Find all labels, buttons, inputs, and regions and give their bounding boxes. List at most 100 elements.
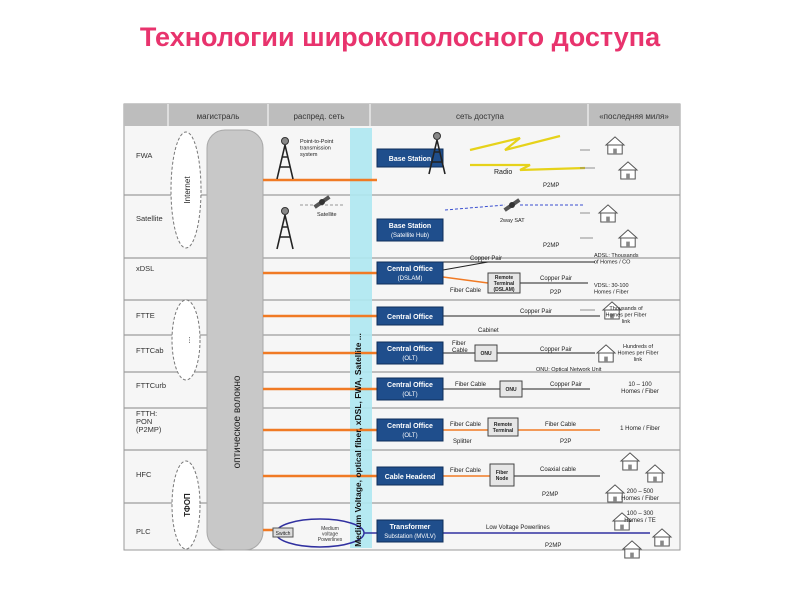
header-bar: [124, 104, 680, 126]
node-box-title: Base Station: [389, 223, 431, 230]
house-icon-door: [626, 173, 630, 179]
house-icon: [597, 204, 619, 223]
radio-tower-icon-dish: [281, 207, 289, 215]
node-box-subtitle: (OLT): [402, 356, 417, 362]
cabinet-label: Cabinet: [478, 328, 499, 334]
onu-box-label: ONU: [505, 387, 517, 393]
radio-label: Radio: [494, 169, 512, 176]
satellite-icon-body: [509, 202, 515, 208]
node-box: [376, 306, 444, 326]
onu-box-label: ONU: [480, 351, 492, 357]
cloud-internet: [170, 131, 202, 249]
fiber-node: [489, 463, 515, 487]
distribution-band: [350, 128, 372, 548]
fiber-line: [442, 276, 489, 284]
p2mp-label: P2MP: [543, 183, 559, 189]
node-box-subtitle: (Satellite Hub): [391, 233, 429, 239]
remote-terminal: [487, 417, 519, 437]
radio-wave: [470, 163, 586, 172]
node-box: [376, 418, 444, 442]
house-icon-door: [626, 241, 630, 247]
splitter-label: Splitter: [453, 439, 472, 445]
radio-tower-icon: [276, 207, 294, 250]
fiber-cable-label: Fiber Cable: [455, 382, 487, 388]
row-label: FTTCurb: [136, 381, 166, 390]
onu-note: ONU: Optical Network Unit: [536, 367, 602, 373]
onu-box: [474, 344, 498, 362]
house-icon-door: [628, 464, 632, 470]
node-box: [376, 148, 444, 168]
satellite-icon-body: [319, 199, 325, 205]
house-icon: [621, 540, 643, 559]
column-header: магистраль: [197, 112, 240, 121]
satellite-link: [444, 204, 506, 211]
onu-box: [499, 380, 523, 398]
house-icon: [611, 512, 633, 531]
ftth-note: 1 Home / Fiber: [620, 426, 660, 432]
radio-tower-icon: [428, 132, 446, 175]
node-box: [376, 218, 444, 242]
node-box-title: Central Office: [387, 346, 433, 353]
cloud-label: ТФОП: [183, 493, 192, 517]
fiber-cable-label: Fiber Cable: [450, 288, 482, 294]
node-box: [376, 261, 444, 285]
fiber-cable-label: Fiber Cable: [450, 468, 482, 474]
node-box-subtitle: (DSLAM): [398, 276, 423, 282]
backbone-label: оптическое волокно: [232, 375, 243, 468]
row-label: PLC: [136, 527, 151, 536]
cloud-pstn: [171, 460, 201, 550]
copper-pair-label: Copper Pair: [550, 382, 582, 388]
house-icon: [601, 301, 623, 320]
house-icon: [604, 484, 626, 503]
node-box: [376, 341, 444, 365]
satellite-label: Satellite: [317, 212, 337, 218]
house-icon: [644, 464, 666, 483]
house-icon-door: [653, 476, 657, 482]
house-icon-door: [610, 313, 614, 319]
node-box: [376, 519, 444, 543]
row-label: Satellite: [136, 214, 163, 223]
house-icon-door: [660, 540, 664, 546]
node-box-title: Base Station: [389, 156, 431, 163]
node-box-title: Cable Headend: [385, 474, 436, 481]
house-icon-door: [630, 552, 634, 558]
radio-tower-icon: [276, 137, 294, 180]
house-icon-door: [604, 356, 608, 362]
house-icon: [617, 229, 639, 248]
row-label: FTTH:PON(P2MP): [136, 409, 162, 434]
column-header: распред. сеть: [293, 112, 344, 121]
distribution-label: Medium Voltage, optical fiber, xDSL, FWA…: [353, 333, 363, 547]
copper-line: [442, 261, 489, 271]
p2p-label: P2P: [560, 439, 571, 445]
copper-pair-label: Copper Pair: [470, 256, 502, 262]
house-icon-door: [613, 496, 617, 502]
radio-wave: [469, 134, 561, 152]
p2mp-label: P2MP: [542, 492, 558, 498]
backbone-band: [206, 129, 264, 551]
node-box-title: Central Office: [387, 266, 433, 273]
switch-label: Switch: [276, 531, 291, 537]
row-label: FWA: [136, 151, 152, 160]
cloud-label: ...: [183, 337, 192, 344]
house-icon: [651, 528, 673, 547]
radio-tower-icon-dish: [433, 132, 441, 140]
p2p-label: P2P: [550, 290, 561, 296]
fiber-cable-label: Fiber Cable: [545, 422, 577, 428]
p2mp-label: P2MP: [545, 543, 561, 549]
page-title: Технологии широкополосного доступа: [139, 22, 661, 52]
satellite-icon: [503, 198, 521, 212]
fiber-cable-label: Fiber Cable: [450, 422, 482, 428]
row-label: FTTE: [136, 311, 155, 320]
row-label: xDSL: [136, 264, 154, 273]
